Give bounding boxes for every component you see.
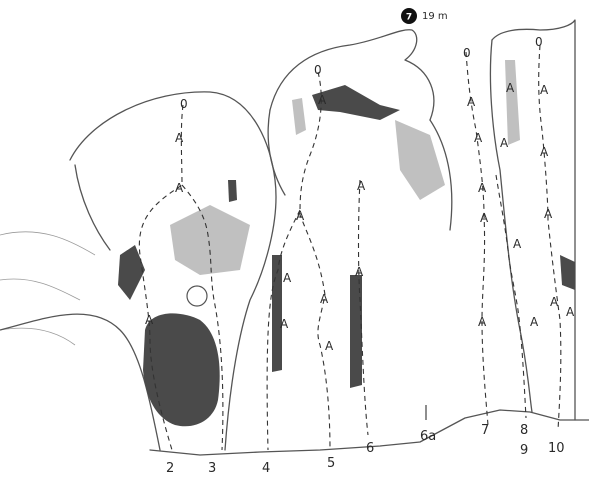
streak-left-1	[170, 205, 250, 275]
anchor-mark: A	[506, 81, 515, 95]
anchor-mark: A	[478, 181, 487, 195]
streak-center-3	[292, 98, 306, 135]
anchor-mark: A	[474, 131, 483, 145]
anchor-mark: A	[540, 83, 549, 97]
top-mark-route-10: 0	[535, 35, 543, 49]
anchor-mark: A	[318, 93, 327, 107]
hole-circle	[187, 286, 207, 306]
anchor-mark: A	[500, 136, 509, 150]
anchor-mark: A	[480, 211, 489, 225]
anchor-mark: A	[357, 179, 366, 193]
top-mark-route-2: 0	[180, 97, 188, 111]
top-mark-route-5: 0	[314, 63, 322, 77]
route-8	[496, 175, 526, 418]
anchor-mark: A	[325, 339, 334, 353]
anchor-mark: A	[280, 317, 289, 331]
anchor-mark: A	[566, 305, 575, 319]
anchor-mark: A	[296, 209, 305, 223]
anchor-mark: A	[355, 265, 364, 279]
route-badge-number: 7	[406, 13, 412, 23]
route-number-4: 4	[262, 461, 270, 476]
anchor-mark: A	[283, 271, 292, 285]
route-number-2: 2	[166, 461, 174, 476]
top-mark-route-7: 0	[463, 46, 471, 60]
route-number-9: 9	[520, 443, 528, 458]
tower-left-side	[268, 110, 285, 195]
streak-center-2	[350, 275, 362, 388]
anchor-mark: A	[145, 313, 154, 327]
anchor-mark: A	[513, 237, 522, 251]
route-number-6a: 6a	[420, 429, 436, 444]
streak-left-3	[228, 180, 237, 202]
anchor-mark: A	[478, 315, 487, 329]
anchor-mark: A	[320, 292, 329, 306]
anchor-mark: A	[467, 95, 476, 109]
left-hill	[0, 232, 95, 345]
anchor-mark: A	[175, 131, 184, 145]
anchor-mark: A	[540, 145, 549, 159]
streak-right-2	[505, 60, 520, 145]
route-height: 19 m	[422, 11, 448, 22]
streak-right-1	[560, 255, 575, 290]
route-number-7: 7	[481, 423, 489, 438]
anchor-mark: A	[544, 207, 553, 221]
anchor-mark: A	[530, 315, 539, 329]
anchor-mark: A	[175, 181, 184, 195]
route-6	[359, 180, 369, 435]
route-number-3: 3	[208, 461, 216, 476]
cave-shade	[143, 313, 220, 426]
streak-left-2	[118, 245, 145, 300]
route-10	[539, 45, 561, 430]
left-slab	[0, 314, 160, 450]
route-number-5: 5	[327, 456, 335, 471]
route-number-8: 8	[520, 423, 528, 438]
route-number-6: 6	[366, 441, 374, 456]
left-dome-inner	[75, 165, 110, 250]
route-number-10: 10	[548, 441, 565, 456]
anchor-mark: A	[550, 295, 559, 309]
